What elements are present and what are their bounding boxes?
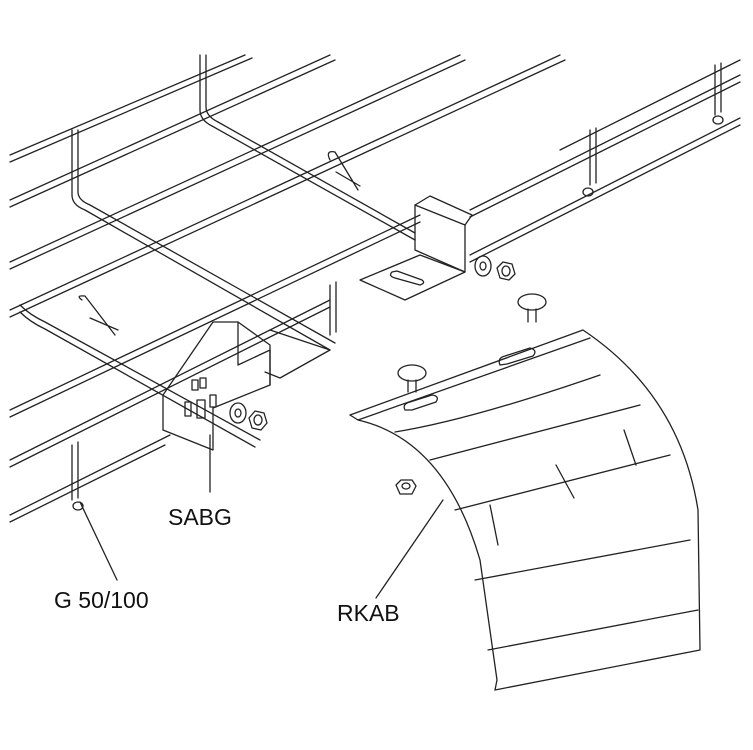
sabg-bracket (162, 195, 473, 451)
fasteners (229, 255, 516, 495)
sabg-label: SABG (168, 504, 232, 530)
g50-leader-line (79, 501, 118, 581)
rkab-label: RKAB (337, 600, 400, 626)
g50-100-label: G 50/100 (54, 587, 149, 613)
wire-mesh-tray (9, 54, 741, 523)
rkab-leader-line (375, 499, 444, 599)
rkab-bend-cover (349, 293, 701, 691)
